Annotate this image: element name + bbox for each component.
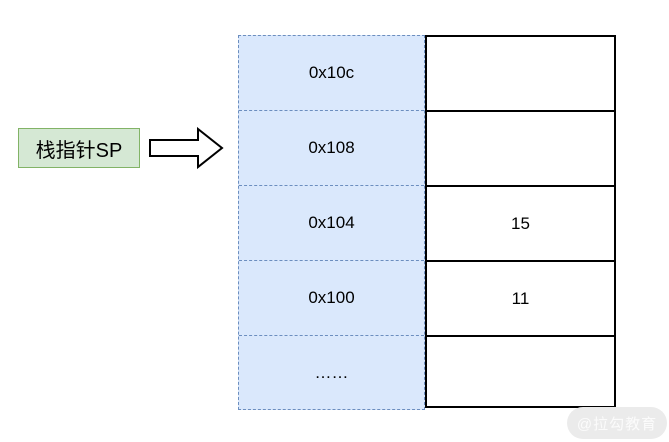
address-cell-ellipsis: …… [314, 362, 349, 382]
value-cell [427, 337, 614, 406]
address-cell: 0x108 [239, 111, 424, 186]
stack-pointer-label-text: 栈指针SP [35, 139, 123, 162]
value-cell: 11 [427, 262, 614, 337]
stack-pointer-label: 栈指针SP [18, 128, 140, 168]
address-column: 0x10c 0x108 0x104 0x100 …… [238, 35, 425, 410]
watermark-text: @拉勾教育 [576, 415, 658, 433]
watermark-badge: @拉勾教育 [567, 407, 667, 439]
right-block-arrow-icon [149, 126, 224, 170]
value-cell: 15 [427, 187, 614, 262]
address-cell: 0x100 [239, 261, 424, 336]
memory-table: 0x10c 0x108 0x104 0x100 …… 15 11 [238, 35, 616, 410]
value-column: 15 11 [425, 35, 616, 408]
address-cell: 0x10c [239, 36, 424, 111]
value-cell [427, 112, 614, 187]
address-cell: 0x104 [239, 186, 424, 261]
value-cell [427, 37, 614, 112]
